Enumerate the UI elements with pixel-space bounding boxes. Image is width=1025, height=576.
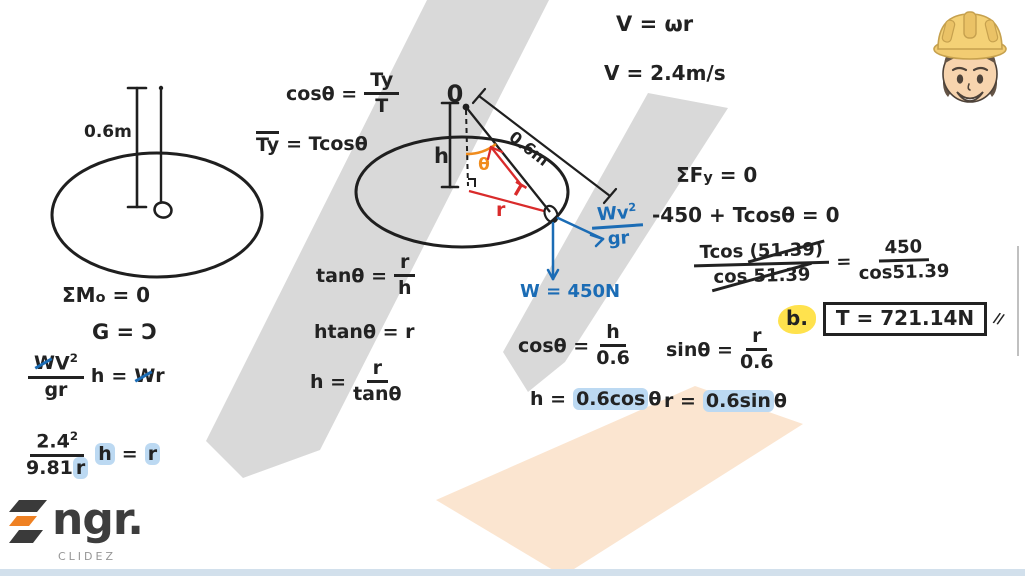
- watermark-stroke-orange: [436, 386, 803, 576]
- velocity-value: V = 2.4m/s: [604, 61, 726, 85]
- height-label: h: [434, 144, 449, 168]
- length-dimension-line: [126, 86, 148, 209]
- eye-left: [956, 74, 964, 84]
- inertia-force-label: Wv2 gr: [590, 201, 644, 251]
- cos-ty-equation: cosθ = Ty T: [286, 69, 400, 118]
- htan-equation: htanθ = r: [314, 321, 415, 343]
- engineer-avatar: [933, 11, 1007, 103]
- inertia-arrow: [556, 216, 605, 248]
- vertical-dashed-line: [465, 109, 469, 187]
- eyebrow-right: [972, 66, 989, 72]
- radius-label: r: [496, 199, 506, 221]
- hardhat-ridge-right: [984, 19, 999, 43]
- page-edge-line: [1017, 246, 1019, 356]
- brand-name: ngr.: [52, 494, 144, 545]
- brand-tagline: CLIDEZ: [58, 550, 117, 563]
- watermark-stroke-top: [206, 0, 549, 478]
- weight-arrow: [546, 221, 560, 281]
- smile: [956, 91, 984, 102]
- logo-e-icon: [9, 500, 47, 543]
- answer-row: b. T = 721.14N //: [778, 302, 1005, 336]
- velocity-formula: V = ωr: [616, 12, 694, 36]
- nose: [967, 83, 971, 91]
- hardhat-ridge-center: [963, 11, 977, 39]
- rotation-note: G = Ɔ: [92, 320, 157, 344]
- answer-box: T = 721.14N: [822, 302, 988, 336]
- answer-label: b.: [778, 304, 816, 334]
- angle-arc: [465, 142, 497, 156]
- string-line: [465, 106, 551, 213]
- eye-right: [976, 74, 984, 84]
- sum-moments-equation: ΣMo = 0: [62, 283, 151, 307]
- sum-fy-equation: ΣFy = 0: [676, 163, 758, 187]
- sin-r-equation: sinθ = r 0.6: [666, 325, 774, 374]
- force-equation: -450 + Tcosθ = 0: [652, 203, 840, 227]
- wv-moment-equation: WV2 gr h = Wr: [28, 351, 165, 401]
- circular-path: [354, 135, 570, 249]
- brand-logo: ngr. CLIDEZ: [6, 494, 196, 572]
- angle-label: θ: [478, 155, 490, 175]
- bob-circle: [153, 201, 173, 219]
- ty-equation: Ty = Tcosθ: [256, 131, 368, 156]
- circular-path: [50, 151, 264, 279]
- left-pendulum-diagram: [50, 85, 264, 279]
- right-angle-mark: [468, 178, 476, 187]
- tension-label: T: [508, 178, 530, 203]
- watermark-stroke-middle: [503, 93, 728, 392]
- cos-h-equation: cosθ = h 0.6: [518, 321, 630, 370]
- h-from-tan-equation: h = r tanθ: [310, 357, 402, 406]
- origin-label: 0: [447, 80, 464, 108]
- height-dimension-line: [440, 101, 460, 189]
- tension-solve-equation: Tcos (51.39) cos 51.39 = 450 cos51.39: [693, 236, 950, 289]
- weight-value-label: W = 450N: [520, 281, 621, 302]
- bob-circle: [543, 204, 559, 224]
- left-length-label: 0.6m: [84, 122, 132, 142]
- hardhat-ridge-left: [941, 19, 956, 43]
- tension-arrow: [486, 145, 524, 188]
- radius-line: [468, 189, 545, 213]
- pivot-dot: [158, 85, 164, 91]
- center-pendulum-diagram: 0 0.6m h θ T r: [354, 80, 618, 281]
- tan-equation: tanθ = r h: [316, 251, 416, 300]
- string-dimension-line: [471, 87, 618, 205]
- eyebrow-left: [951, 66, 968, 72]
- bottom-accent-bar: [0, 569, 1025, 576]
